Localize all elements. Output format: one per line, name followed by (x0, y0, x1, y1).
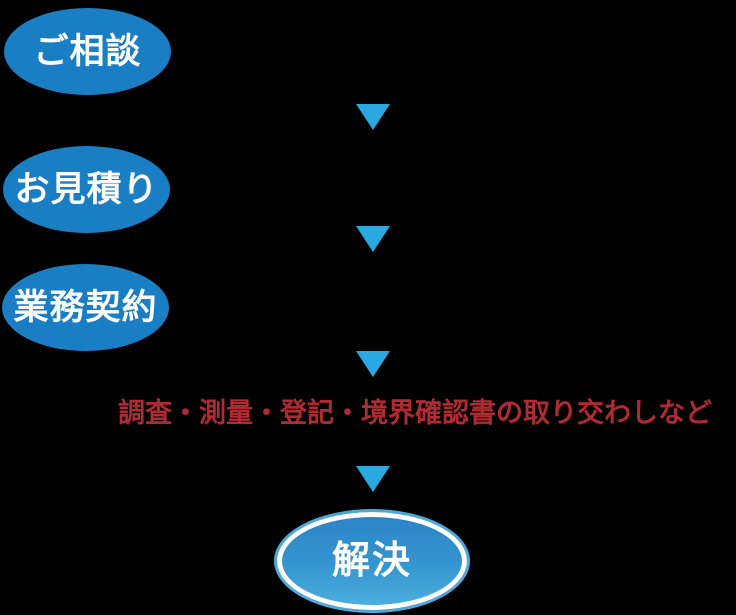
down-arrow-icon (356, 466, 390, 492)
step-ellipse-estimate: お見積り (3, 146, 170, 233)
process-note: 調査・測量・登記・境界確認書の取り交わしなど (118, 398, 712, 428)
down-arrow-icon (356, 226, 390, 252)
down-arrow-icon (356, 351, 390, 377)
final-step-label: 解決 (331, 540, 412, 582)
step-label-estimate: お見積り (14, 170, 159, 209)
step-ellipse-contract: 業務契約 (2, 264, 169, 351)
step-label-consultation: ご相談 (33, 32, 142, 71)
step-label-contract: 業務契約 (13, 288, 158, 327)
step-ellipse-consultation: ご相談 (4, 8, 171, 95)
down-arrow-icon (356, 104, 390, 130)
final-step-ellipse: 解決 (277, 512, 467, 610)
